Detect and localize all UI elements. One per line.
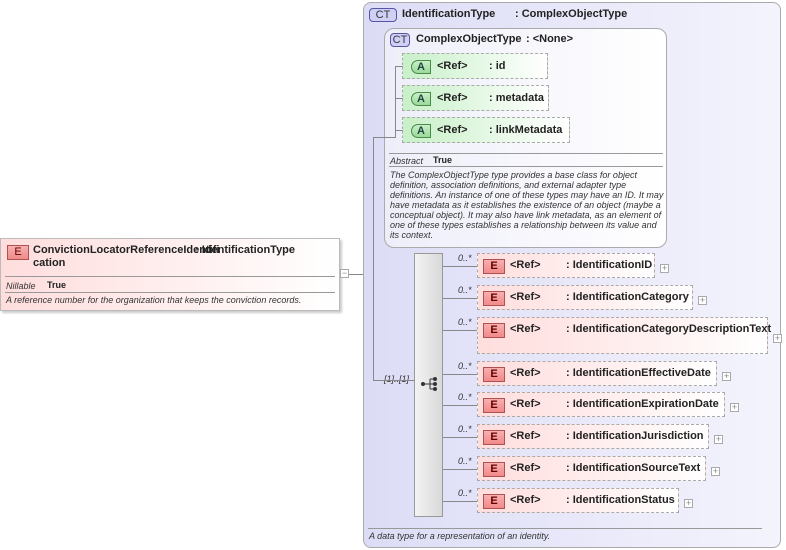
child-element[interactable]: E <Ref> : IdentificationSourceText [477, 456, 706, 481]
element-multiplicity: 0..* [458, 392, 472, 402]
base-name: ComplexObjectType [416, 33, 522, 45]
nillable-label: Nillable [6, 281, 36, 291]
expand-button[interactable]: + [684, 497, 693, 508]
element-multiplicity: 0..* [458, 361, 472, 371]
base-base: : <None> [526, 33, 574, 45]
element-name: : IdentificationCategoryDescriptionText [566, 323, 772, 335]
element-badge: E [7, 245, 29, 260]
abstract-value: True [433, 155, 453, 165]
element-multiplicity: 0..* [458, 285, 472, 295]
expand-button[interactable]: + [711, 465, 720, 476]
type-name: IdentificationType [402, 8, 496, 20]
expand-button[interactable]: + [660, 262, 669, 273]
ref-label: <Ref> [510, 323, 541, 335]
element-name: : IdentificationExpirationDate [566, 398, 719, 410]
element-badge: E [483, 259, 505, 274]
ref-label: <Ref> [510, 367, 541, 379]
sequence-icon [421, 377, 437, 391]
element-multiplicity: 0..* [458, 317, 472, 327]
ref-label: <Ref> [437, 60, 468, 72]
element-badge: E [483, 462, 505, 477]
element-badge: E [483, 398, 505, 413]
root-element-type: : IdentificationType [195, 244, 296, 256]
element-name: : IdentificationEffectiveDate [566, 367, 711, 379]
child-element[interactable]: E <Ref> : IdentificationEffectiveDate [477, 361, 717, 386]
element-badge: E [483, 494, 505, 509]
ref-label: <Ref> [437, 124, 468, 136]
collapse-button[interactable]: − [340, 268, 349, 278]
complex-type-extension-badge: CT [369, 8, 397, 22]
attribute-name: : metadata [489, 92, 545, 104]
ref-label: <Ref> [437, 92, 468, 104]
expand-button[interactable]: + [730, 401, 739, 412]
attribute-metadata[interactable]: A <Ref> : metadata [402, 85, 549, 111]
element-name: : IdentificationStatus [566, 494, 675, 506]
child-element[interactable]: E <Ref> : IdentificationExpirationDate [477, 392, 725, 417]
child-element[interactable]: E <Ref> : IdentificationCategoryDescript… [477, 317, 771, 354]
ref-label: <Ref> [510, 291, 541, 303]
element-badge: E [483, 291, 505, 306]
child-element[interactable]: E <Ref> : IdentificationJurisdiction [477, 424, 709, 449]
attribute-linkmetadata[interactable]: A <Ref> : linkMetadata [402, 117, 570, 143]
child-element[interactable]: E <Ref> : IdentificationCategory [477, 285, 693, 310]
root-element-name: ConvictionLocatorReferenceIdentifi catio… [33, 244, 220, 269]
expand-button[interactable]: + [714, 433, 723, 444]
element-multiplicity: 0..* [458, 424, 472, 434]
ref-label: <Ref> [510, 259, 541, 271]
element-badge: E [483, 367, 505, 382]
attribute-name: : linkMetadata [489, 124, 563, 136]
complex-type-badge: CT [390, 33, 410, 47]
attribute-badge: A [411, 60, 431, 74]
child-element[interactable]: E <Ref> : IdentificationID [477, 253, 655, 278]
element-name: : IdentificationJurisdiction [566, 430, 704, 442]
ref-label: <Ref> [510, 462, 541, 474]
element-multiplicity: 0..* [458, 456, 472, 466]
abstract-label: Abstract [390, 156, 424, 166]
element-multiplicity: 0..* [458, 488, 472, 498]
attribute-name: : id [489, 60, 506, 72]
expand-button[interactable]: + [722, 370, 731, 381]
child-element[interactable]: E <Ref> : IdentificationStatus [477, 488, 679, 513]
element-badge: E [483, 430, 505, 445]
ref-label: <Ref> [510, 494, 541, 506]
root-element[interactable]: E ConvictionLocatorReferenceIdentifi cat… [0, 238, 340, 311]
element-name: : IdentificationID [566, 259, 653, 271]
attribute-id[interactable]: A <Ref> : id [402, 53, 548, 79]
root-description: A reference number for the organization … [6, 295, 302, 305]
expand-button[interactable]: + [698, 294, 707, 305]
base-description: The ComplexObjectType type provides a ba… [390, 170, 664, 240]
type-base: : ComplexObjectType [515, 8, 628, 20]
sequence-compositor[interactable] [414, 253, 443, 517]
sequence-multiplicity: [1]..[1] [384, 374, 410, 384]
nillable-value: True [47, 280, 67, 290]
ref-label: <Ref> [510, 430, 541, 442]
element-badge: E [483, 323, 505, 338]
expand-button[interactable]: + [773, 332, 782, 343]
type-description: A data type for a representation of an i… [369, 531, 551, 541]
ref-label: <Ref> [510, 398, 541, 410]
element-multiplicity: 0..* [458, 253, 472, 263]
element-name: : IdentificationCategory [566, 291, 689, 303]
element-name: : IdentificationSourceText [566, 462, 701, 474]
attribute-badge: A [411, 92, 431, 106]
attribute-badge: A [411, 124, 431, 138]
